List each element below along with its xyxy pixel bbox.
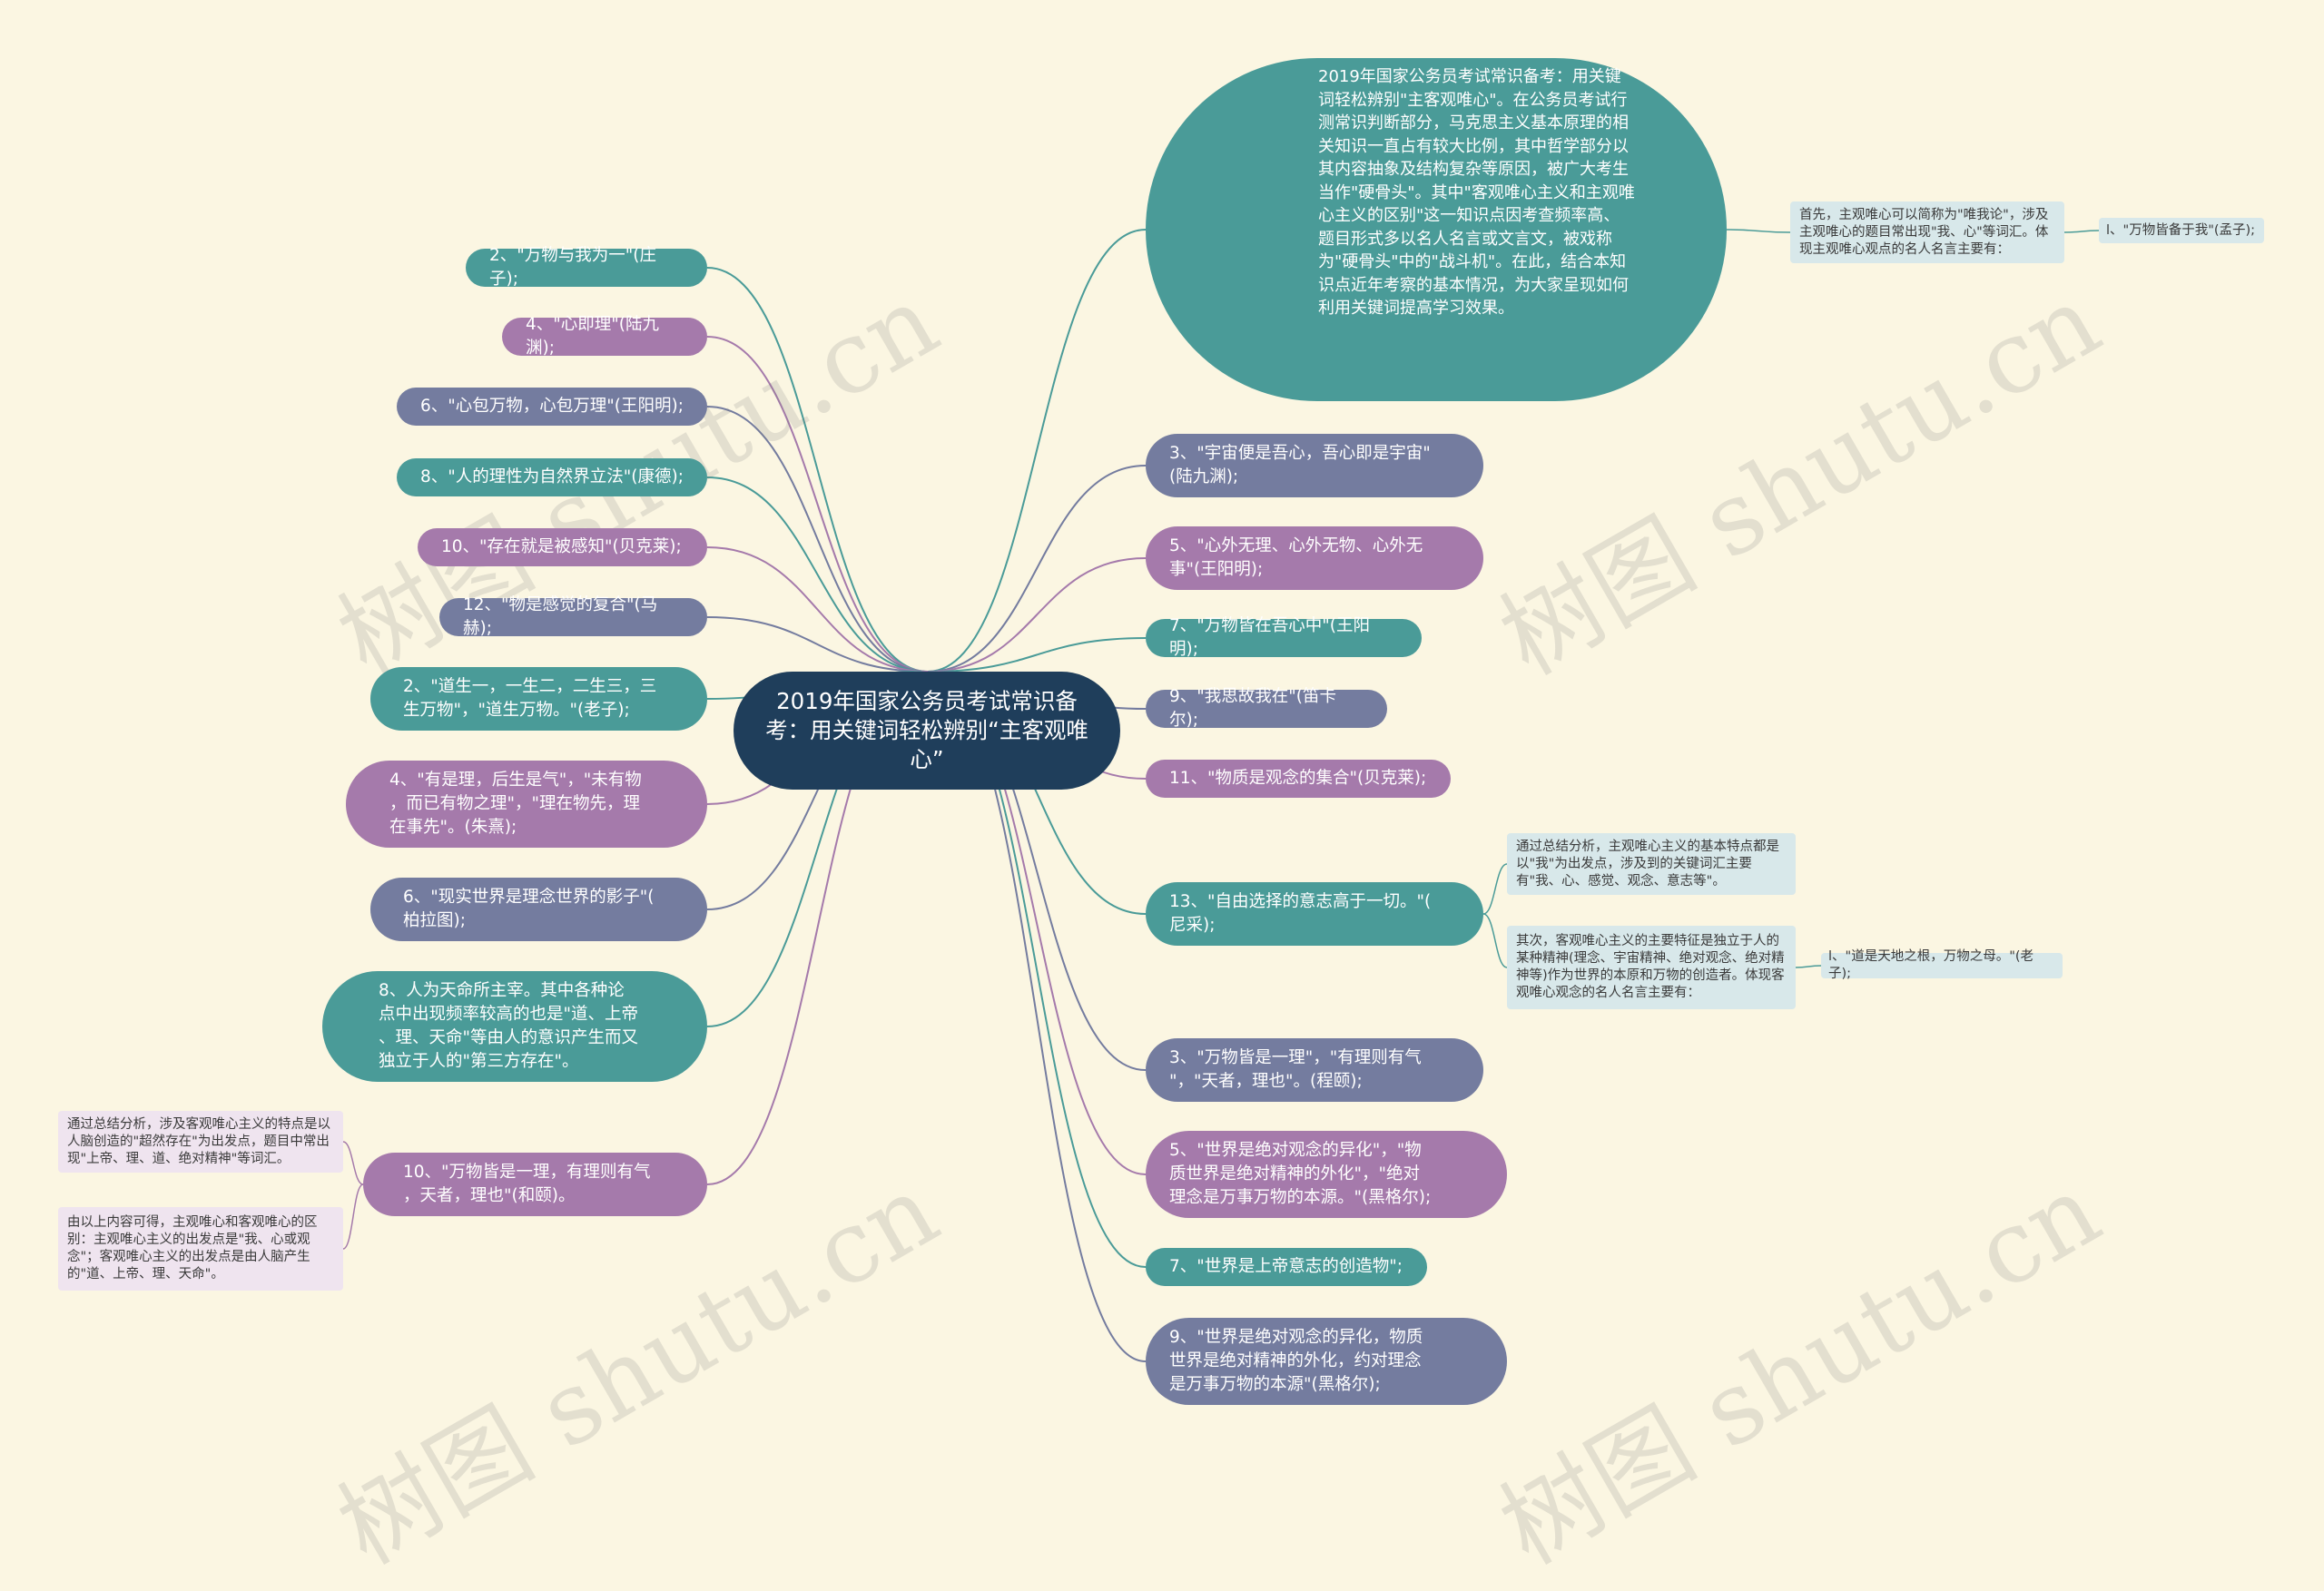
left-connector-1 xyxy=(706,267,929,673)
note-mencius-connector xyxy=(2063,230,2100,233)
central-topic[interactable]: 2019年国家公务员考试常识备考：用关键词轻松辨别“主客观唯心” xyxy=(734,672,1120,790)
right-node-1[interactable]: 3、"宇宙便是吾心，吾心即是宇宙" (陆九渊); xyxy=(1146,434,1483,497)
left-node-10[interactable]: 8、人为天命所主宰。其中各种论 点中出现频率较高的也是"道、上帝 、理、天命"等… xyxy=(322,971,707,1082)
left-node-6[interactable]: 12、"物是感觉的复合"(马赫); xyxy=(439,595,707,638)
left-node-2[interactable]: 4、"心即理"(陆九渊); xyxy=(502,315,707,358)
left-node-1[interactable]: 2、"万物与我为一"(庄子); xyxy=(466,246,707,289)
mindmap-canvas: 树图 shutu.cn 树图 shutu.cn 树图 shutu.cn 树图 s… xyxy=(58,58,2264,1586)
left-node-5[interactable]: 10、"存在就是被感知"(贝克莱); xyxy=(418,528,707,566)
right-connector-2 xyxy=(927,465,1147,673)
node13-summary-connector xyxy=(1482,863,1508,915)
left-connector-5 xyxy=(706,546,929,673)
note-laozi-connector xyxy=(1795,965,1822,968)
left-connector-6 xyxy=(706,616,929,673)
note-mencius[interactable]: l、"万物皆备于我"(孟子); xyxy=(2099,218,2264,243)
left-node-8[interactable]: 4、"有是理，后生是气"，"未有物 ，而已有物之理"，"理在物先，理 在事先"。… xyxy=(346,761,707,848)
note-subjective-summary[interactable]: 通过总结分析，主观唯心主义的基本特点都是以"我"为出发点，涉及到的关键词汇主要有… xyxy=(1507,833,1796,895)
right-node-3[interactable]: 7、"万物皆在吾心中"(王阳明); xyxy=(1146,616,1422,659)
left-connector-3 xyxy=(706,406,929,673)
left-node-3[interactable]: 6、"心包万物，心包万理"(王阳明); xyxy=(397,388,707,426)
left-node-4[interactable]: 8、"人的理性为自然界立法"(康德); xyxy=(397,458,707,496)
left-node-11[interactable]: 10、"万物皆是一理，有理则有气 ，天者，理也"(和颐)。 xyxy=(363,1153,707,1216)
right-connector-4 xyxy=(927,637,1147,673)
left-node-7[interactable]: 2、"道生一，一生二，二生三，三 生万物"，"道生万物。"(老子); xyxy=(370,667,707,731)
note-laozi[interactable]: l、"道是天地之根，万物之母。"(老子); xyxy=(1821,949,2063,981)
left-node-9[interactable]: 6、"现实世界是理念世界的影子"( 柏拉图); xyxy=(370,878,707,941)
left-connector-2 xyxy=(706,336,929,673)
node11-conclusion-connector xyxy=(342,1183,364,1250)
right-node-4[interactable]: 9、"我思故我在"(笛卡尔); xyxy=(1146,687,1387,730)
intro-bubble[interactable]: 2019年国家公务员考试常识备考：用关键词轻松辨别"主客观唯心"。在公务员考试行… xyxy=(1146,58,1727,401)
note-conclusion[interactable]: 由以上内容可得，主观唯心和客观唯心的区别：主观唯心主义的出发点是"我、心或观念"… xyxy=(58,1207,343,1291)
right-node-9[interactable]: 7、"世界是上帝意志的创造物"; xyxy=(1146,1248,1427,1286)
right-node-5[interactable]: 11、"物质是观念的集合"(贝克莱); xyxy=(1146,760,1451,798)
right-connector-3 xyxy=(927,557,1147,673)
note-objective-summary[interactable]: 通过总结分析，涉及客观唯心主义的特点是以人脑创造的"超然存在"为出发点，题目中常… xyxy=(58,1111,343,1173)
bubble-note-connector xyxy=(1726,229,1791,233)
note-subjective-first[interactable]: 首先，主观唯心可以简称为"唯我论"，涉及主观唯心的题目常出现"我、心"等词汇。体… xyxy=(1790,201,2064,263)
left-connector-4 xyxy=(706,476,929,673)
right-node-7[interactable]: 3、"万物皆是一理"，"有理则有气 "，"天者，理也"。(程颐); xyxy=(1146,1038,1483,1102)
right-connector-1 xyxy=(927,229,1147,673)
right-node-6[interactable]: 13、"自由选择的意志高于一切。"( 尼采); xyxy=(1146,882,1483,946)
right-node-8[interactable]: 5、"世界是绝对观念的异化"，"物 质世界是绝对精神的外化"，"绝对 理念是万事… xyxy=(1146,1131,1507,1218)
node11-summary-connector xyxy=(342,1141,364,1185)
node13-objective-connector xyxy=(1482,913,1508,968)
right-node-2[interactable]: 5、"心外无理、心外无物、心外无 事"(王阳明); xyxy=(1146,526,1483,590)
note-objective-second[interactable]: 其次，客观唯心主义的主要特征是独立于人的某种精神(理念、宇宙精神、绝对观念、绝对… xyxy=(1507,926,1796,1009)
right-node-10[interactable]: 9、"世界是绝对观念的异化，物质 世界是绝对精神的外化，约对理念 是万事万物的本… xyxy=(1146,1318,1507,1405)
